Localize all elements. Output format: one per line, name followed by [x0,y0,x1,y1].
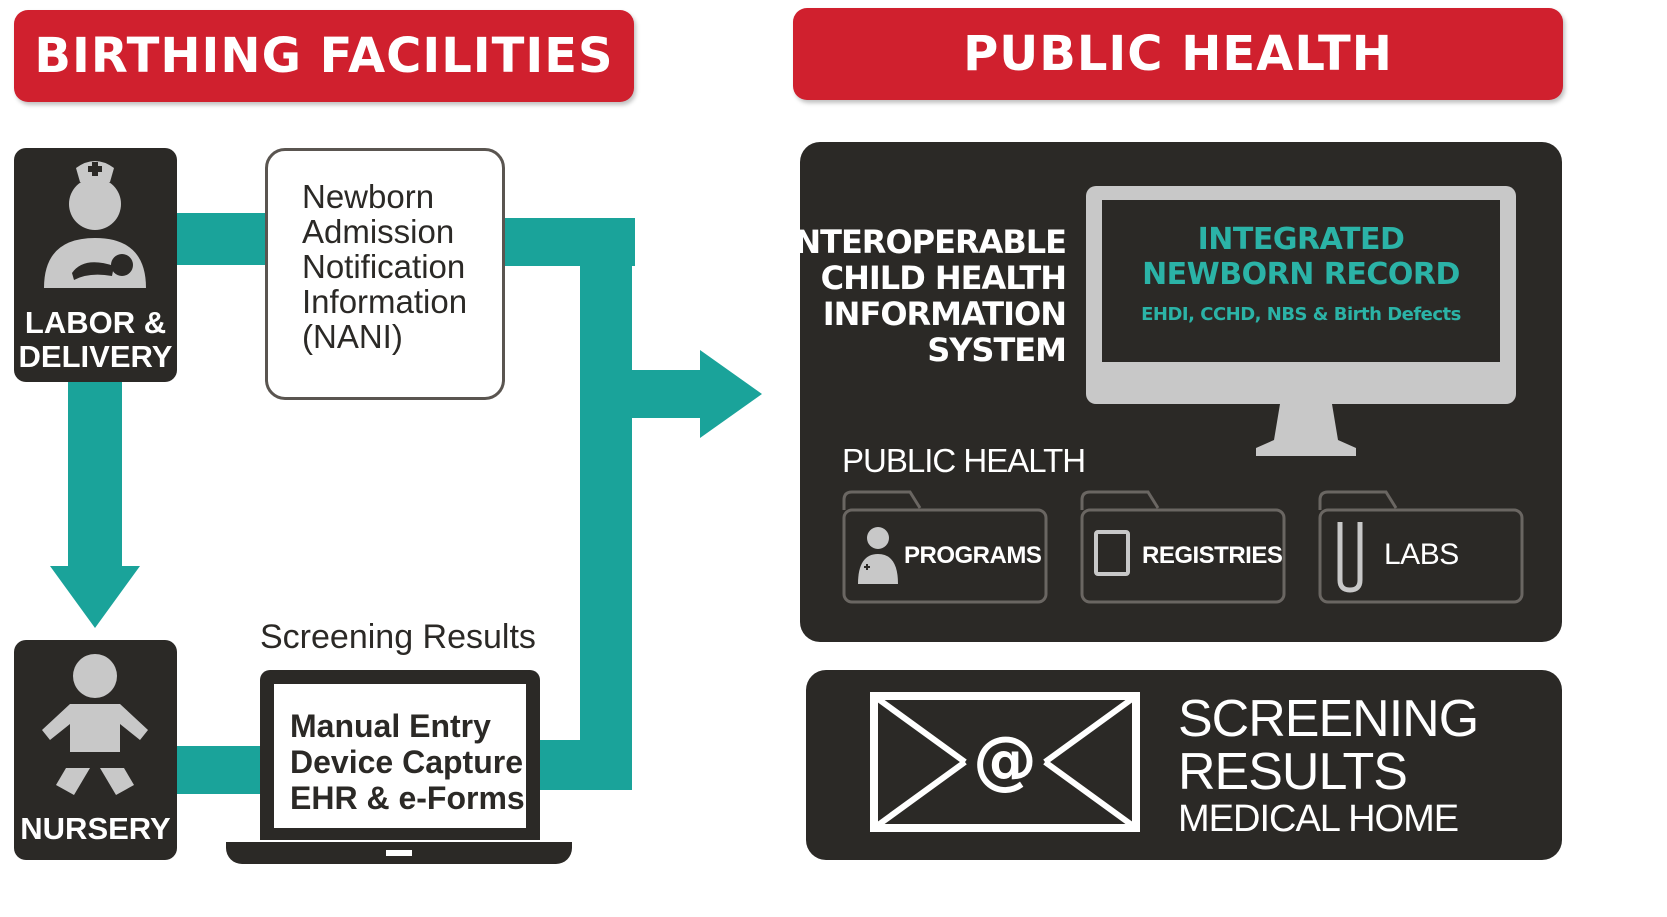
folder-registries [1080,490,1286,604]
nani-line: Notification [302,248,466,285]
public-health-label: PUBLIC HEALTH [842,442,1086,479]
monitor-icon: INTEGRATED NEWBORN RECORD EHDI, CCHD, NB… [1086,186,1516,404]
at-sign-icon: @ [973,724,1037,798]
email-line-1: SCREENING [1178,690,1479,748]
laptop-line: EHR & e-Forms [290,780,525,816]
folder-labs [1318,490,1524,604]
nurse-icon [44,161,146,288]
envelope-icon: @ [870,692,1140,832]
email-line-2: RESULTS [1178,743,1408,801]
monitor-screen: INTEGRATED NEWBORN RECORD EHDI, CCHD, NB… [1102,200,1500,362]
labor-delivery-label: LABOR & DELIVERY [14,306,177,374]
nani-line: Newborn [302,178,435,215]
connector-nursery-laptop [175,746,265,794]
interop-line: INFORMATION [822,295,1067,333]
person-icon [858,527,898,584]
test-tube-icon [1337,522,1363,593]
laptop-line: Device Capture [290,744,523,780]
folder-programs [842,490,1048,604]
folder-label-labs: LABS [1384,538,1459,571]
monitor-title-1: INTEGRATED [1197,222,1405,257]
screening-results-text: SCREENING RESULTS MEDICAL HOME [1178,690,1479,840]
nani-text: Newborn Admission Notification Informati… [302,179,467,354]
public-health-title: PUBLIC HEALTH [963,26,1393,82]
connector-laptop-right [530,740,632,790]
laptop-line: Manual Entry [290,708,491,744]
interop-line: CHILD HEALTH [820,259,1067,297]
birthing-facilities-banner: BIRTHING FACILITIES [14,10,634,102]
email-line-3: MEDICAL HOME [1178,798,1459,840]
interop-line: SYSTEM [927,331,1067,369]
birthing-facilities-title: BIRTHING FACILITIES [34,28,614,84]
tablet-icon [1094,530,1130,576]
monitor-subtitle: EHDI, CCHD, NBS & Birth Defects [1141,304,1461,325]
baby-icon [42,654,148,795]
connector-vertical-bar [580,218,632,778]
screening-results-label: Screening Results [260,618,536,656]
interop-line: INTEROPERABLE [783,223,1067,261]
nani-line: Information [302,283,468,320]
monitor-title-2: NEWBORN RECORD [1142,257,1460,292]
nani-line: Admission [302,213,455,250]
nani-box: Newborn Admission Notification Informati… [265,148,505,400]
nursery-tile: NURSERY [14,640,177,860]
laptop-text: Manual Entry Device Capture EHR & e-Form… [290,708,525,816]
screening-results-panel: @ SCREENING RESULTS MEDICAL HOME [806,670,1562,860]
delivery-line: DELIVERY [18,339,173,374]
arrow-down-icon [50,382,140,628]
public-health-banner: PUBLIC HEALTH [793,8,1563,100]
folder-label-programs: PROGRAMS [904,542,1042,569]
nani-line: (NANI) [302,318,403,355]
laptop-icon: Manual Entry Device Capture EHR & e-Form… [260,670,540,840]
connector-labor-nani [175,213,270,265]
nursery-label: NURSERY [20,811,171,846]
laptop-base [226,842,572,864]
arrow-right-icon [628,350,762,438]
labor-delivery-tile: LABOR & DELIVERY [14,148,177,382]
folder-label-registries: REGISTRIES [1142,542,1283,569]
labor-line: LABOR & [24,305,167,340]
public-health-panel: INTEROPERABLE CHILD HEALTH INFORMATION S… [783,142,1562,642]
interop-system-text: INTEROPERABLE CHILD HEALTH INFORMATION S… [783,223,1067,369]
laptop-screen: Manual Entry Device Capture EHR & e-Form… [274,684,526,828]
monitor-stand [1256,398,1356,456]
